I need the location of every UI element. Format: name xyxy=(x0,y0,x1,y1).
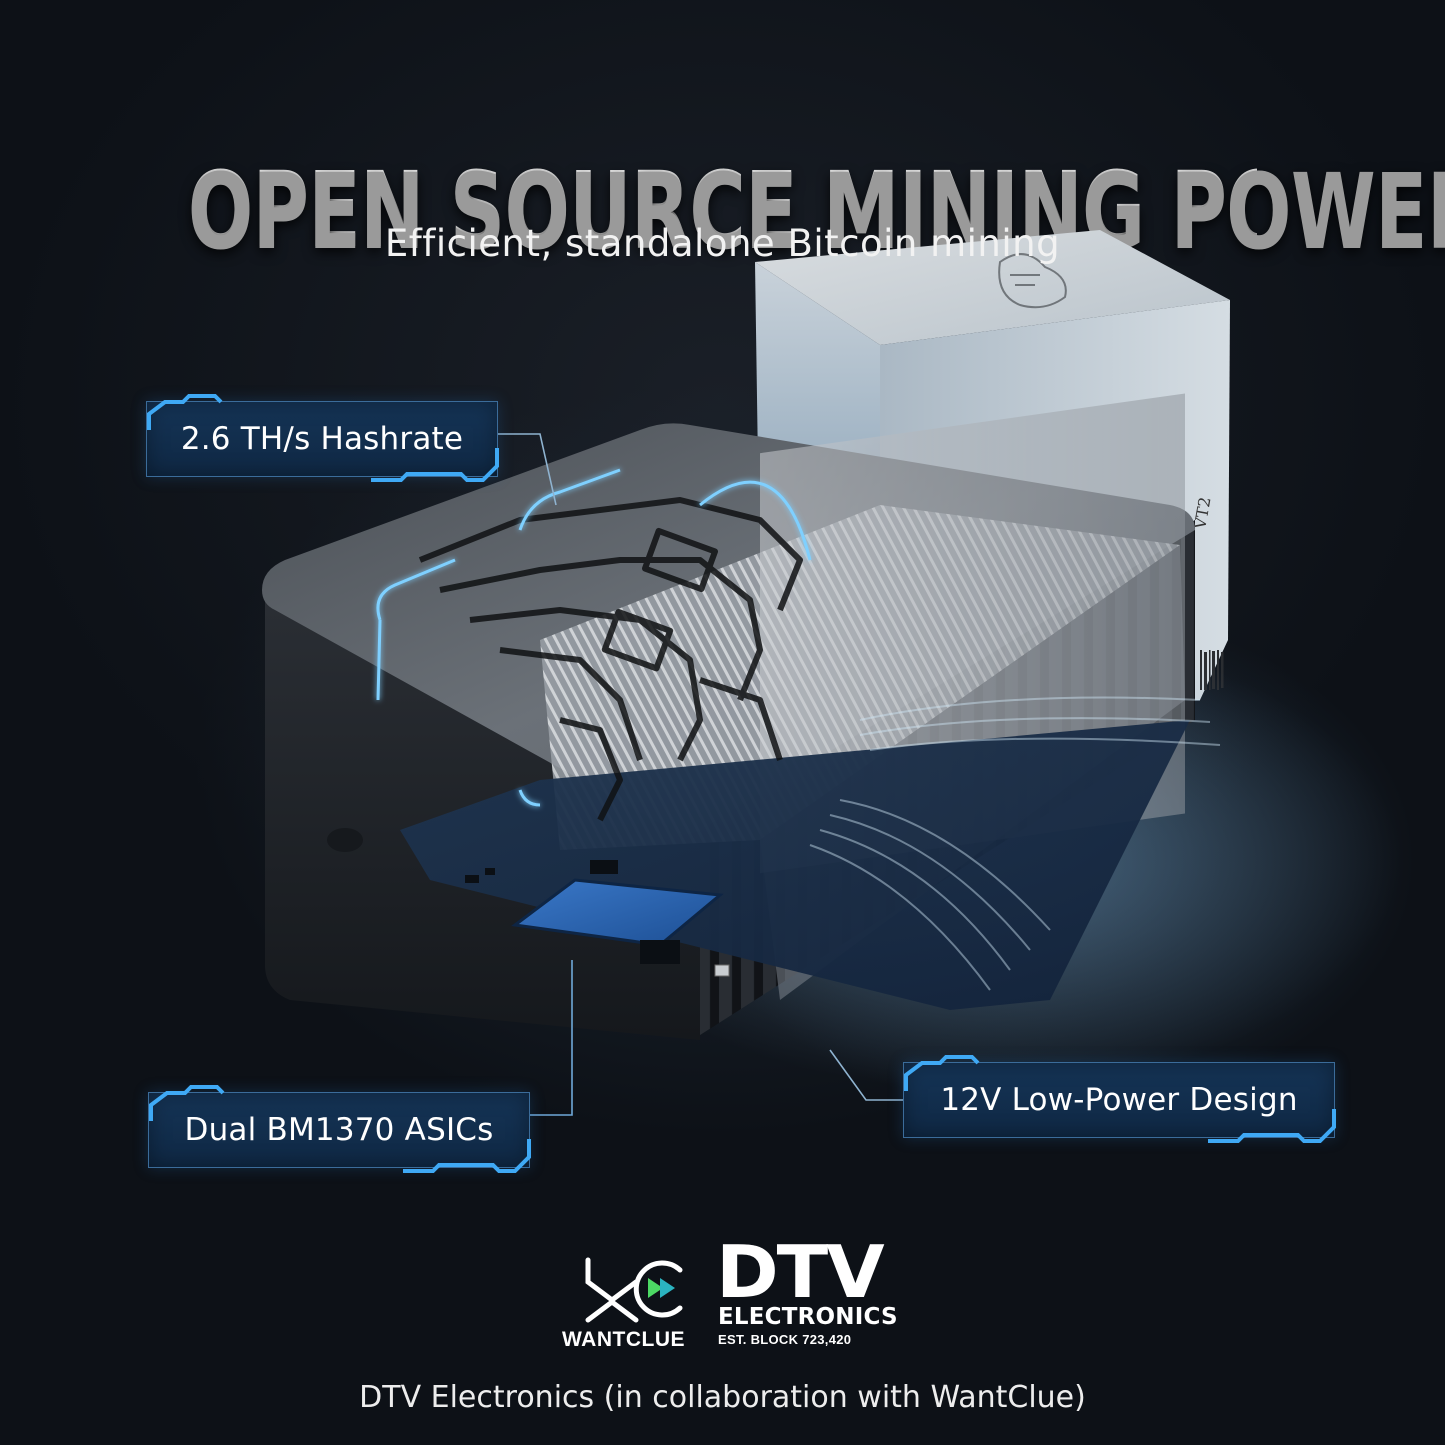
page-title: OPEN SOURCE MINING POWER xyxy=(187,148,1445,271)
callout-label: 2.6 TH/s Hashrate xyxy=(180,421,464,457)
callout-label: Dual BM1370 ASICs xyxy=(184,1112,494,1148)
callout-hashrate: 2.6 TH/s Hashrate xyxy=(146,394,499,482)
callout-corner-accent xyxy=(1208,1109,1336,1143)
page-subtitle: Efficient, standalone Bitcoin mining xyxy=(384,222,1061,265)
brand-logos: WANTCLUE DTV ELECTRONICS EST. BLOCK 723,… xyxy=(560,1236,898,1358)
callout-power: 12V Low-Power Design xyxy=(903,1055,1336,1143)
callout-asics: Dual BM1370 ASICs xyxy=(148,1085,531,1173)
play-green-icon xyxy=(648,1278,663,1298)
callout-corner-accent xyxy=(904,1055,980,1091)
callout-corner-accent xyxy=(403,1139,531,1173)
wantclue-wordmark: WANTCLUE xyxy=(562,1328,685,1351)
play-teal-icon xyxy=(660,1278,675,1298)
miner-device xyxy=(262,393,1400,1090)
dtv-wordmark: DTV xyxy=(716,1230,885,1314)
dtv-tagline: EST. BLOCK 723,420 xyxy=(718,1332,852,1347)
wantclue-logo-icon xyxy=(585,1257,683,1323)
callout-corner-accent xyxy=(147,394,223,430)
callout-corner-accent xyxy=(149,1085,225,1121)
footer-note: DTV Electronics (in collaboration with W… xyxy=(359,1380,1086,1415)
dtv-subtitle: ELECTRONICS xyxy=(718,1304,898,1330)
callout-corner-accent xyxy=(371,448,499,482)
callout-label: 12V Low-Power Design xyxy=(940,1082,1298,1118)
